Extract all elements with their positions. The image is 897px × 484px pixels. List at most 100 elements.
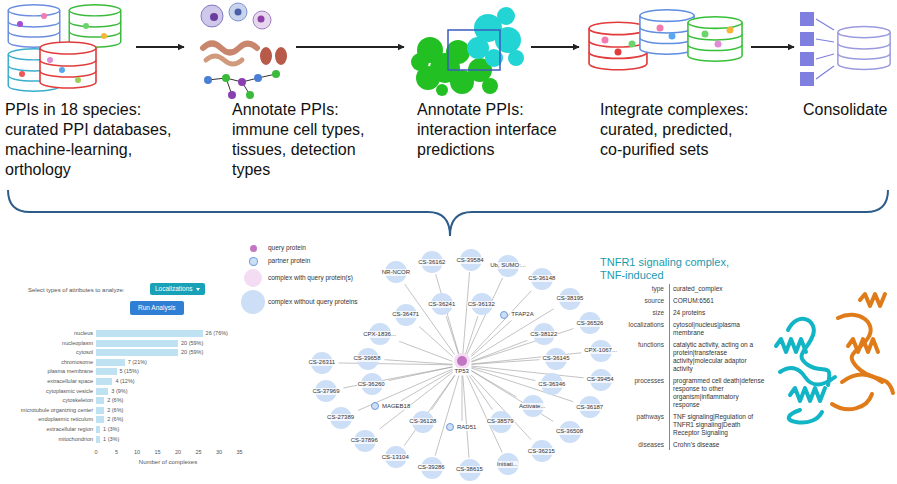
legend-text: complex without query proteins <box>268 298 358 306</box>
attribute-value: catalytic activity, acting on a protein|… <box>673 341 765 373</box>
chart-bar <box>96 378 112 385</box>
node-label: Ub, SUMO:... <box>489 262 527 269</box>
network-edge <box>446 316 458 354</box>
attribute-value: TNF signaling|Regulation of TNFR1 signal… <box>673 413 765 437</box>
complex-circle: CS-36187 <box>574 396 606 418</box>
step-caption: Integrate complexes:curated, predicted, … <box>585 0 755 160</box>
pipeline-step: Annotate PPIs:immune cell types, tissues… <box>190 0 395 180</box>
icon-area <box>190 2 290 92</box>
protein-dot <box>457 356 467 366</box>
network-edge <box>404 375 454 445</box>
dropdown-button: Localizations <box>150 283 205 295</box>
complex-circle: CS-36471 <box>390 304 422 326</box>
icon-area <box>410 2 525 92</box>
chart-bar <box>96 330 203 337</box>
pipeline-step: PPIs in 18 species:curated PPI databases… <box>3 0 178 180</box>
legend-text: partner protein <box>268 257 310 265</box>
complex-circle: NR-NCOR <box>380 261 413 283</box>
category-label: microtubule organizing center <box>4 407 93 414</box>
protein-dot <box>371 402 379 410</box>
node-label: CPX-1067... <box>583 347 618 354</box>
node-label: CS-39658 <box>353 355 382 362</box>
category-label: nucleoplasm <box>4 340 93 347</box>
value-label: 1 (3%) <box>103 436 119 443</box>
complex-circle: CS-38195 <box>554 288 586 310</box>
step-heading: Integrate complexes: <box>600 100 755 120</box>
step-caption: PPIs in 18 species:curated PPI databases… <box>3 0 178 180</box>
chart-bar <box>96 340 178 347</box>
axis-tick: 25 <box>195 449 201 456</box>
network-edge <box>380 372 453 429</box>
step-heading: Annotate PPIs: <box>417 100 582 120</box>
network-edge <box>465 316 477 354</box>
protein-structure <box>776 294 893 423</box>
attribute-value: Crohn's disease <box>673 441 765 449</box>
node-label: CS-36162 <box>417 259 446 266</box>
node-label: MAGEB18 <box>381 403 411 410</box>
pipeline-step: Annotate PPIs:interaction interface pred… <box>410 0 582 160</box>
legend-swatch <box>250 258 257 265</box>
network-edge <box>471 360 539 365</box>
partner-protein: RAD51 <box>446 422 478 432</box>
network-edge <box>471 340 527 361</box>
chart-bar <box>96 416 104 423</box>
node-label: TP53 <box>454 368 470 375</box>
complex-circle: CS-39658 <box>352 348 384 370</box>
chart-bar <box>96 426 100 433</box>
value-label: 20 (59%) <box>181 340 203 347</box>
step-caption: Annotate PPIs:interaction interface pred… <box>410 0 582 160</box>
complex-circle: CS-38615 <box>454 459 486 481</box>
step-body: curated, predicted, co-purified sets <box>600 120 755 160</box>
dropdown-text: Localizations <box>155 285 193 293</box>
value-label: 26 (76%) <box>206 330 228 337</box>
attribute-key: functions <box>598 341 664 349</box>
chart-bar <box>96 407 104 414</box>
complex-circle: CS-38122 <box>528 323 560 345</box>
network-edge <box>431 375 455 409</box>
query-protein: TP53 <box>454 356 471 375</box>
axis-title: Number of complexes <box>139 459 197 466</box>
value-label: 20 (59%) <box>181 349 203 356</box>
protein-dot <box>446 423 454 431</box>
complex-circle: CS-36128 <box>407 411 439 433</box>
complex-circle: CS-39286 <box>416 457 448 479</box>
icon-area <box>5 2 130 92</box>
network-edge <box>471 329 573 362</box>
chart-bar <box>96 359 125 366</box>
node-label: CS-36145 <box>541 355 570 362</box>
node-label: RAD51 <box>456 424 477 431</box>
network-edge <box>389 367 453 381</box>
category-label: endoplasmic reticulum <box>4 416 93 423</box>
node-label: CS-39286 <box>417 464 446 471</box>
legend-swatch <box>244 269 262 287</box>
complex-circle: CS-13104 <box>380 446 412 468</box>
node-label: CS-26311 <box>308 359 337 366</box>
node-label: CS-38195 <box>555 295 584 302</box>
category-label: mitochondrion <box>4 436 93 443</box>
step-body: curated PPI databases, machine-learning,… <box>5 120 178 180</box>
step-body: immune cell types, tissues, detection ty… <box>232 120 395 180</box>
complex-circle: CS-36162 <box>416 251 448 273</box>
icon-area <box>585 2 745 92</box>
network-edge <box>435 375 459 455</box>
flow-arrow <box>136 46 184 48</box>
axis-tick: 15 <box>154 449 160 456</box>
chart-bar <box>96 349 178 356</box>
complex-circle: CS-39584 <box>455 249 487 271</box>
complex-circle: CS-36526 <box>574 312 606 334</box>
detail-title: TNFR1 signaling complex, TNF-induced <box>600 256 750 281</box>
complex-circle: CS-39454 <box>585 369 617 391</box>
value-label: 4 (12%) <box>115 378 134 385</box>
axis-tick: 10 <box>134 449 140 456</box>
run-button: Run Analysis <box>130 301 184 315</box>
node-label: CS-36187 <box>575 404 604 411</box>
attribute-value: cytosol|nucleus|plasma membrane <box>673 321 765 337</box>
flow-arrow <box>751 46 794 48</box>
attribute-key: pathways <box>598 413 664 421</box>
network-edge <box>471 371 553 422</box>
complex-circle: CPX-1067... <box>582 340 619 362</box>
node-label: CS-36148 <box>527 275 556 282</box>
complex-circle: CS-36215 <box>526 440 558 462</box>
complex-circle: CS-37969 <box>310 380 342 402</box>
